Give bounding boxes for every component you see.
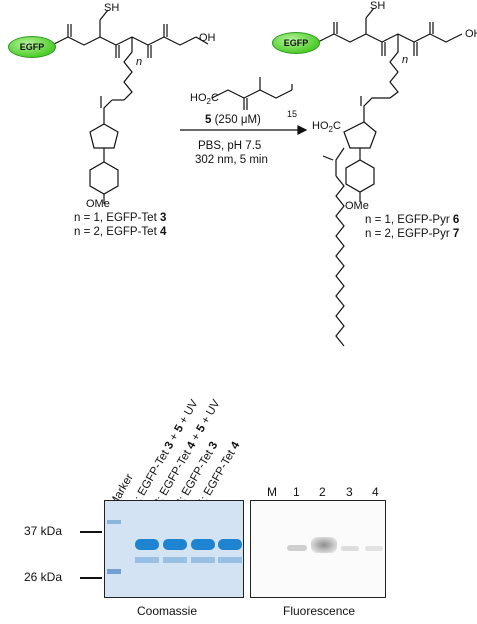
fluorescence-gel: M 1 2 3 4 — [250, 485, 386, 598]
right-label-2: n = 2, EGFP-Pyr 7 — [365, 228, 460, 240]
reagent-count: 15 — [287, 109, 298, 119]
fluor-band-2 — [311, 537, 337, 553]
mw-37-tick — [80, 531, 102, 533]
caption-fluorescence: Fluorescence — [283, 604, 356, 618]
right-oh: OH — [465, 28, 477, 40]
reaction-scheme — [51, 7, 463, 347]
lower-band-4 — [218, 557, 242, 563]
band-lane-4 — [218, 539, 242, 550]
fluor-lane-3: 3 — [346, 485, 353, 499]
mw-26: 26 kDa — [24, 570, 63, 584]
fluor-lane-2: 2 — [319, 485, 326, 499]
reagent-conc: 5 (250 μM) — [205, 114, 261, 126]
left-n-index: n — [136, 56, 143, 68]
lower-band-1 — [135, 557, 159, 563]
coomassie-gel — [104, 500, 244, 598]
marker-band-37 — [107, 520, 121, 524]
mw-37: 37 kDa — [24, 524, 63, 538]
right-n-index: n — [402, 54, 409, 66]
caption-coomassie: Coomassie — [137, 604, 198, 618]
fluor-band-3 — [341, 546, 359, 551]
fluor-band-4 — [365, 546, 383, 551]
left-sh: SH — [104, 2, 120, 14]
egfp-right-tag: EGFP — [272, 32, 320, 54]
left-label-2: n = 2, EGFP-Tet 4 — [74, 226, 167, 238]
conditions-2: 302 nm, 5 min — [195, 154, 268, 166]
fluor-lane-4: 4 — [372, 485, 379, 499]
lower-band-2 — [163, 557, 187, 563]
left-oh: OH — [199, 32, 216, 44]
reagent-ho2c: HO2C — [190, 92, 219, 107]
left-ome: OMe — [86, 198, 110, 210]
left-label-1: n = 1, EGFP-Tet 3 — [74, 212, 167, 224]
fluor-band-1 — [287, 545, 307, 551]
right-label-1: n = 1, EGFP-Pyr 6 — [365, 214, 460, 226]
fluor-lane-1: 1 — [293, 485, 300, 499]
conditions-1: PBS, pH 7.5 — [198, 140, 262, 152]
egfp-left-tag: EGFP — [8, 36, 56, 58]
right-ho2c: HO2C — [312, 120, 341, 135]
band-lane-2 — [163, 539, 187, 550]
right-sh: SH — [370, 0, 386, 12]
band-lane-1 — [135, 539, 159, 550]
marker-band-26 — [107, 569, 121, 574]
band-lane-3 — [191, 539, 215, 550]
mw-26-tick — [80, 577, 102, 579]
fluor-lane-M: M — [267, 485, 277, 499]
lower-band-3 — [191, 557, 215, 563]
right-ome: OMe — [345, 200, 369, 212]
